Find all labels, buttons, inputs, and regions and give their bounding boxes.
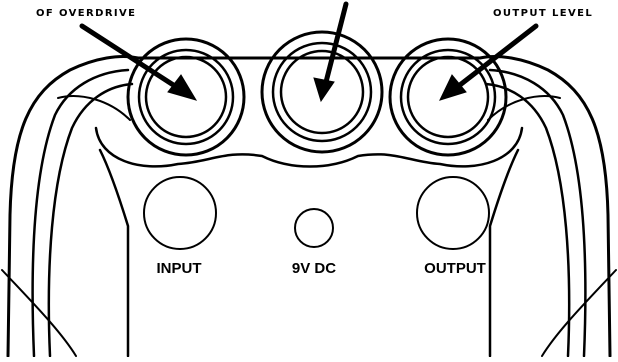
knob-middle-bezel-inner (271, 41, 373, 143)
callout-arrowhead-right (439, 74, 467, 101)
callout-arrow-right (453, 23, 539, 91)
output-jack[interactable] (416, 176, 490, 250)
knob-cluster-base (94, 126, 524, 168)
callout-arrow-left (79, 23, 181, 91)
knob-right-bezel-outer (388, 37, 508, 157)
knob-right-cap[interactable] (406, 55, 490, 139)
front-panel-edge (98, 148, 130, 358)
knob-left-bezel-outer (126, 37, 246, 157)
deck-ledge-left (57, 95, 131, 121)
right-side-strap-outer (488, 68, 587, 358)
front-panel-edge-right (488, 148, 520, 358)
callout-label-right: OUTPUT LEVEL (493, 8, 594, 19)
right-side-strap-lower (541, 269, 617, 357)
callout-label-left: OF OVERDRIVE (36, 8, 137, 19)
left-side-strap-lower (1, 269, 77, 357)
left-side-strap-outer (31, 68, 130, 358)
input-jack[interactable] (143, 176, 217, 250)
right-side-strap-inner (484, 82, 571, 358)
callout-arrowhead-middle (313, 77, 335, 103)
left-side-strap-inner (47, 82, 134, 358)
knob-left-cap[interactable] (144, 55, 228, 139)
input-jack-label: INPUT (156, 260, 202, 277)
callout-arrow-middle (323, 1, 349, 85)
power-jack[interactable] (294, 208, 334, 248)
output-jack-label: OUTPUT (424, 260, 486, 277)
power-jack-label: 9V DC (291, 260, 337, 277)
knob-middle-bezel-outer (260, 30, 384, 154)
knob-middle-cap[interactable] (279, 49, 365, 135)
knob-left-bezel-inner (137, 48, 235, 146)
callout-arrowhead-left (167, 74, 198, 101)
knob-right-bezel-inner (399, 48, 497, 146)
pedal-body-outline (6, 55, 612, 358)
deck-ledge-right (487, 95, 561, 121)
